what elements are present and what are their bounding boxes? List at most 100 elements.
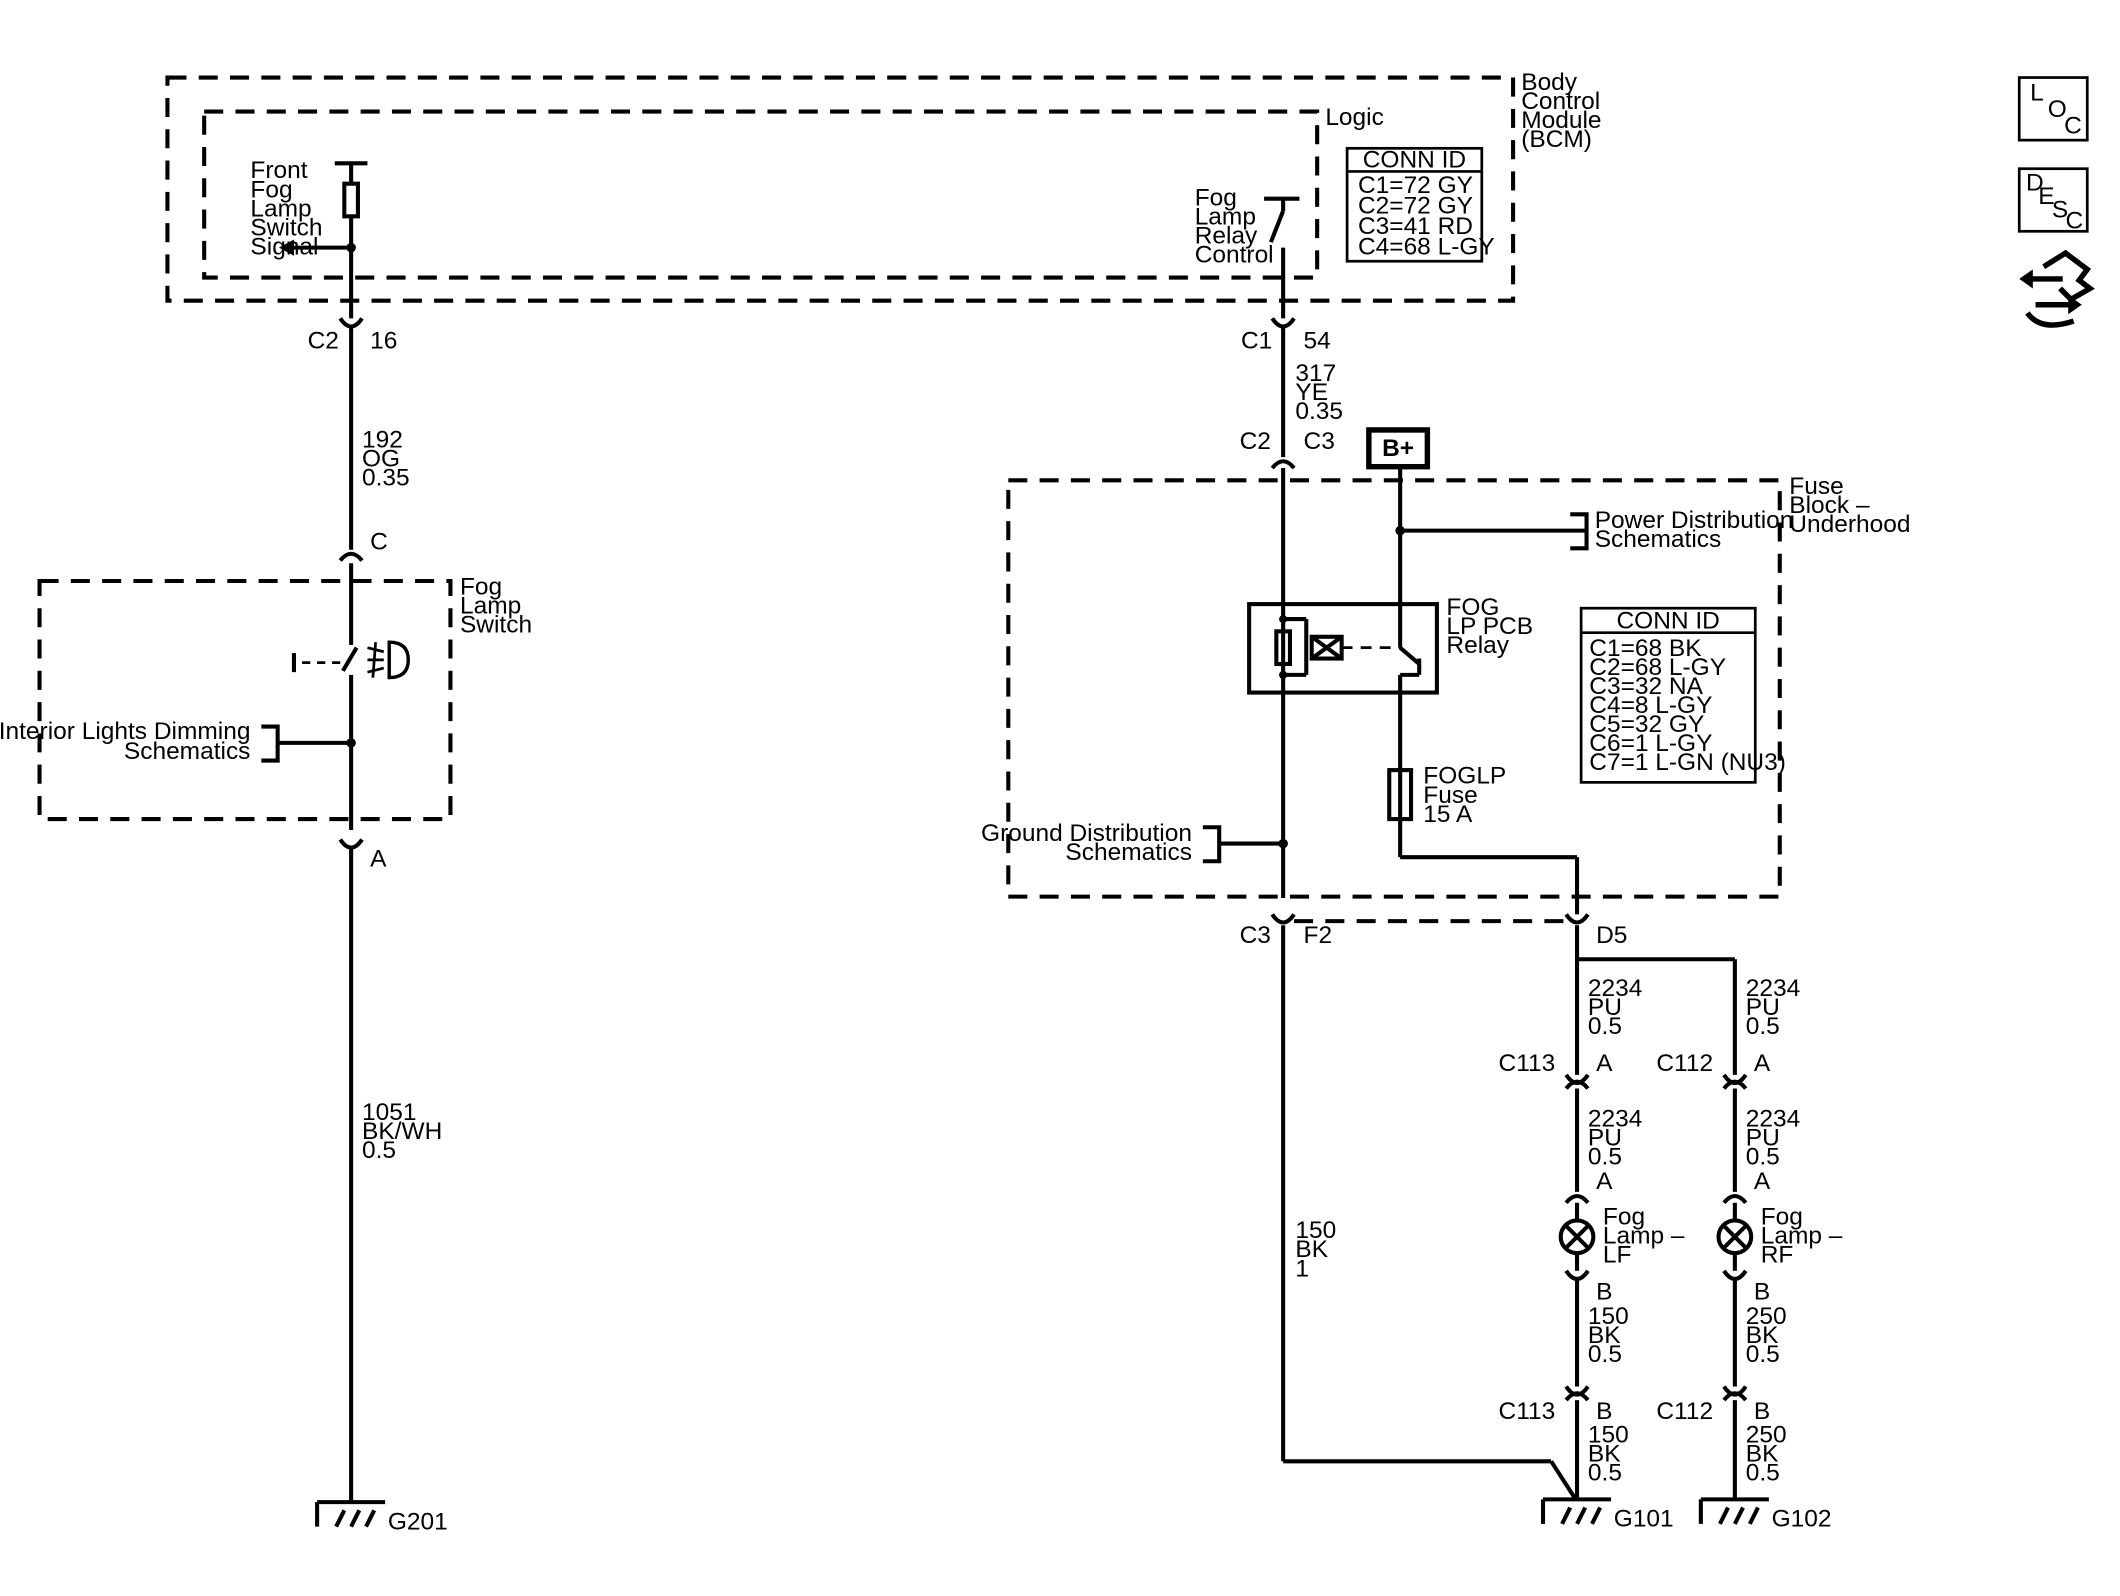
rf-pin-b: B — [1754, 1278, 1770, 1305]
lf-wire-b-color: PU — [1588, 1125, 1622, 1152]
lf-lamp-bulb-icon — [1558, 1218, 1596, 1256]
fuse-block-underhood-box — [1006, 478, 1782, 899]
switch-signal-text: Signal — [250, 233, 318, 260]
lf-wire-b: 2234 — [1588, 1106, 1642, 1133]
fuse-conn-row: C2=68 L-GY — [1589, 654, 1726, 681]
relay-text: Relay — [1446, 632, 1509, 659]
fog-lamp-switch-text: Lamp — [460, 593, 521, 620]
lf-wire-c-size: 0.5 — [1588, 1341, 1622, 1368]
lf-pin-a: A — [1596, 1050, 1613, 1077]
rf-wire-b: 2234 — [1746, 1106, 1800, 1133]
connector-c2: C2 — [308, 327, 339, 354]
desc-icon[interactable]: D E S C — [2017, 167, 2089, 235]
lf-pin-a2: A — [1596, 1168, 1613, 1195]
lf-lamp-text: Lamp – — [1603, 1223, 1685, 1250]
lf-wire-a-size: 0.5 — [1588, 1013, 1622, 1040]
fuse-block-text: Underhood — [1789, 511, 1910, 538]
fuse-block-text: Block – — [1789, 492, 1870, 519]
pin-f2: F2 — [1304, 922, 1333, 949]
bcm-conn-row: C4=68 L-GY — [1358, 233, 1495, 260]
svg-text:C: C — [2064, 112, 2082, 139]
bcm-name-3: Module — [1521, 107, 1601, 134]
ground-g101-icon — [1540, 1497, 1612, 1525]
middle-circuit: C1 54 317 YE 0.35 C2 C3 B+ Fuse Block – … — [981, 317, 1910, 1501]
fuse-conn-row: C1=68 BK — [1589, 635, 1702, 662]
lf-lamp-text: Fog — [1603, 1204, 1645, 1231]
fuse-text: Fuse — [1423, 782, 1477, 809]
fuse-text: FOGLP — [1423, 763, 1506, 790]
wire-317: 317 — [1295, 360, 1336, 387]
switch-signal-text: Lamp — [250, 195, 311, 222]
pin-16: 16 — [370, 327, 397, 354]
loc-icon[interactable]: L O C — [2017, 76, 2089, 142]
lf-connector: C113 — [1499, 1050, 1556, 1077]
bcm-conn-row: C3=41 RD — [1358, 213, 1473, 240]
front-fog-lamp-switch-signal: Front Fog Lamp Switch Signal — [250, 157, 368, 319]
ground-g101: G101 — [1614, 1506, 1674, 1533]
rf-wire-b-color: PU — [1746, 1125, 1780, 1152]
rf-wire-d: 250 — [1746, 1421, 1787, 1448]
svg-text:E: E — [2038, 183, 2054, 210]
rf-lamp-bulb-icon — [1716, 1218, 1754, 1256]
svg-text:L: L — [2030, 80, 2044, 107]
relay-control-text: Lamp — [1195, 204, 1256, 231]
ground-g102: G102 — [1772, 1506, 1832, 1533]
rf-pin-a2: A — [1754, 1168, 1771, 1195]
ground-distribution-text: Schematics — [1065, 839, 1192, 866]
fog-lamp-switch-box — [37, 578, 453, 822]
wire-192: 192 — [362, 427, 403, 454]
lf-fog-lamp-circuit: 2234 PU 0.5 C113 A 2234 PU 0.5 A Fog Lam… — [1499, 975, 1685, 1533]
rf-wire-a-size: 0.5 — [1746, 1013, 1780, 1040]
rf-pin-a: A — [1754, 1050, 1771, 1077]
rf-wire-a-color: PU — [1746, 994, 1780, 1021]
bcm-name-4: (BCM) — [1521, 126, 1592, 153]
bcm-conn-title: CONN ID — [1363, 146, 1466, 173]
wire-1051: 1051 — [362, 1099, 416, 1126]
connector-c3-bottom: C3 — [1240, 922, 1271, 949]
bcm-conn-row: C1=72 GY — [1358, 172, 1473, 199]
switch-signal-text: Switch — [250, 214, 322, 241]
fuse-block-text: Fuse — [1789, 473, 1843, 500]
fuse-conn-row: C3=32 NA — [1589, 673, 1703, 700]
wire-1051-size: 0.5 — [362, 1137, 396, 1164]
fuse-text: 15 A — [1423, 801, 1473, 828]
lf-wire-d-color: BK — [1588, 1440, 1621, 1467]
rf-wire-d-size: 0.5 — [1746, 1459, 1780, 1486]
rf-lamp-text: RF — [1761, 1242, 1794, 1269]
dimming-text: Schematics — [124, 738, 251, 765]
lf-lamp-text: LF — [1603, 1242, 1632, 1269]
fog-lamp-switch-text: Fog — [460, 574, 502, 601]
wire-192-color: OG — [362, 446, 400, 473]
bcm-name-1: Body — [1521, 69, 1578, 96]
svg-text:O: O — [2048, 96, 2067, 123]
fuse-conn-row: C4=8 L-GY — [1589, 692, 1712, 719]
lf-wire-a-color: PU — [1588, 994, 1622, 1021]
relay-control-text: Control — [1195, 242, 1274, 269]
switch-signal-text: Fog — [250, 176, 292, 203]
relay-control-text: Relay — [1195, 223, 1258, 250]
fog-lp-pcb-relay-box — [1247, 602, 1439, 695]
rf-wire-c: 250 — [1746, 1303, 1787, 1330]
repair-hands-icon[interactable] — [2019, 249, 2095, 328]
battery-positive-box — [1366, 427, 1431, 470]
power-distribution-text: Schematics — [1595, 526, 1722, 553]
rf-connector: C112 — [1656, 1050, 1713, 1077]
battery-positive-label: B+ — [1382, 435, 1414, 462]
wire-317-color: YE — [1295, 379, 1328, 406]
pin-d5: D5 — [1596, 922, 1627, 949]
pin-c: C — [370, 529, 388, 556]
svg-text:C: C — [2065, 208, 2083, 235]
ground-distribution-text: Ground Distribution — [981, 820, 1192, 847]
rf-fog-lamp-circuit: 2234 PU 0.5 C112 A 2234 PU 0.5 A Fog Lam… — [1656, 975, 1842, 1533]
svg-text:D: D — [2026, 169, 2044, 196]
wire-150-color: BK — [1295, 1236, 1328, 1263]
rf-wire-c-color: BK — [1746, 1322, 1779, 1349]
bcm-module: Body Control Module (BCM) Logic — [165, 69, 1602, 303]
wire-1051-color: BK/WH — [362, 1118, 442, 1145]
lf-wire-c-color: BK — [1588, 1322, 1621, 1349]
svg-text:S: S — [2052, 197, 2068, 224]
wire-150-size: 1 — [1295, 1255, 1309, 1282]
lf-wire-d: 150 — [1588, 1421, 1629, 1448]
connector-c2-mid: C2 — [1240, 428, 1271, 455]
lf-wire-d-size: 0.5 — [1588, 1459, 1622, 1486]
